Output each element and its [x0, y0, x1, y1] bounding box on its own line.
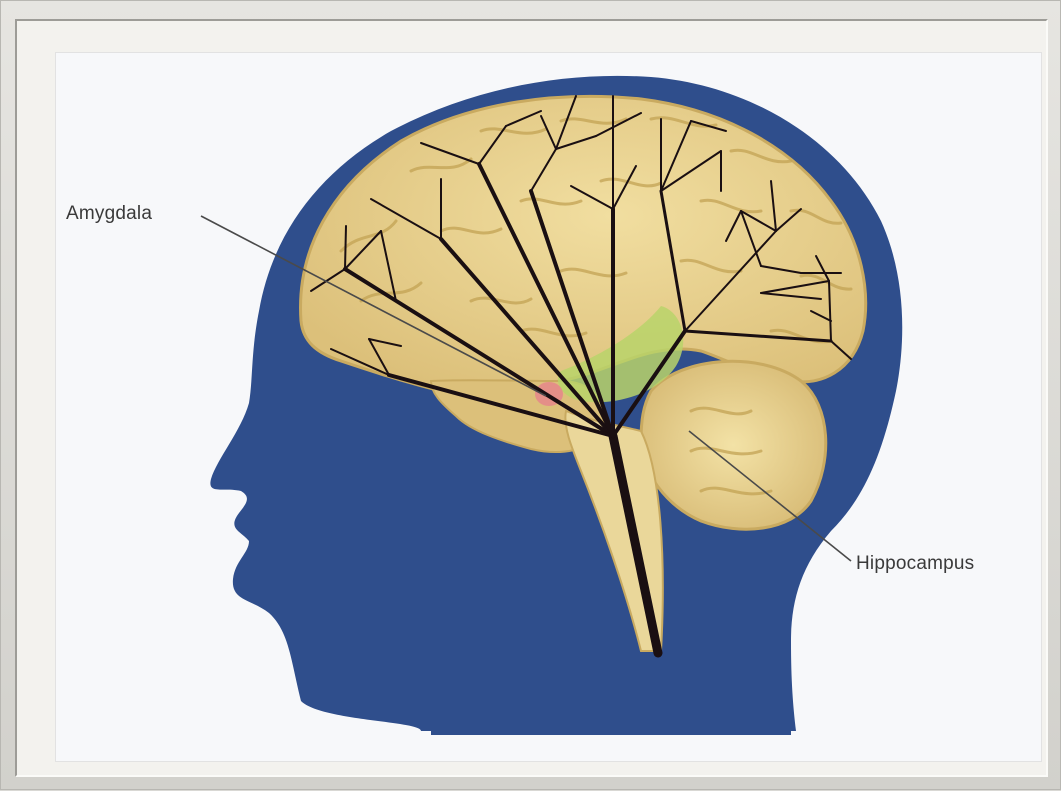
- hippocampus-label: Hippocampus: [856, 553, 974, 575]
- amygdala-label: Amygdala: [66, 203, 152, 225]
- neck-base: [431, 721, 791, 735]
